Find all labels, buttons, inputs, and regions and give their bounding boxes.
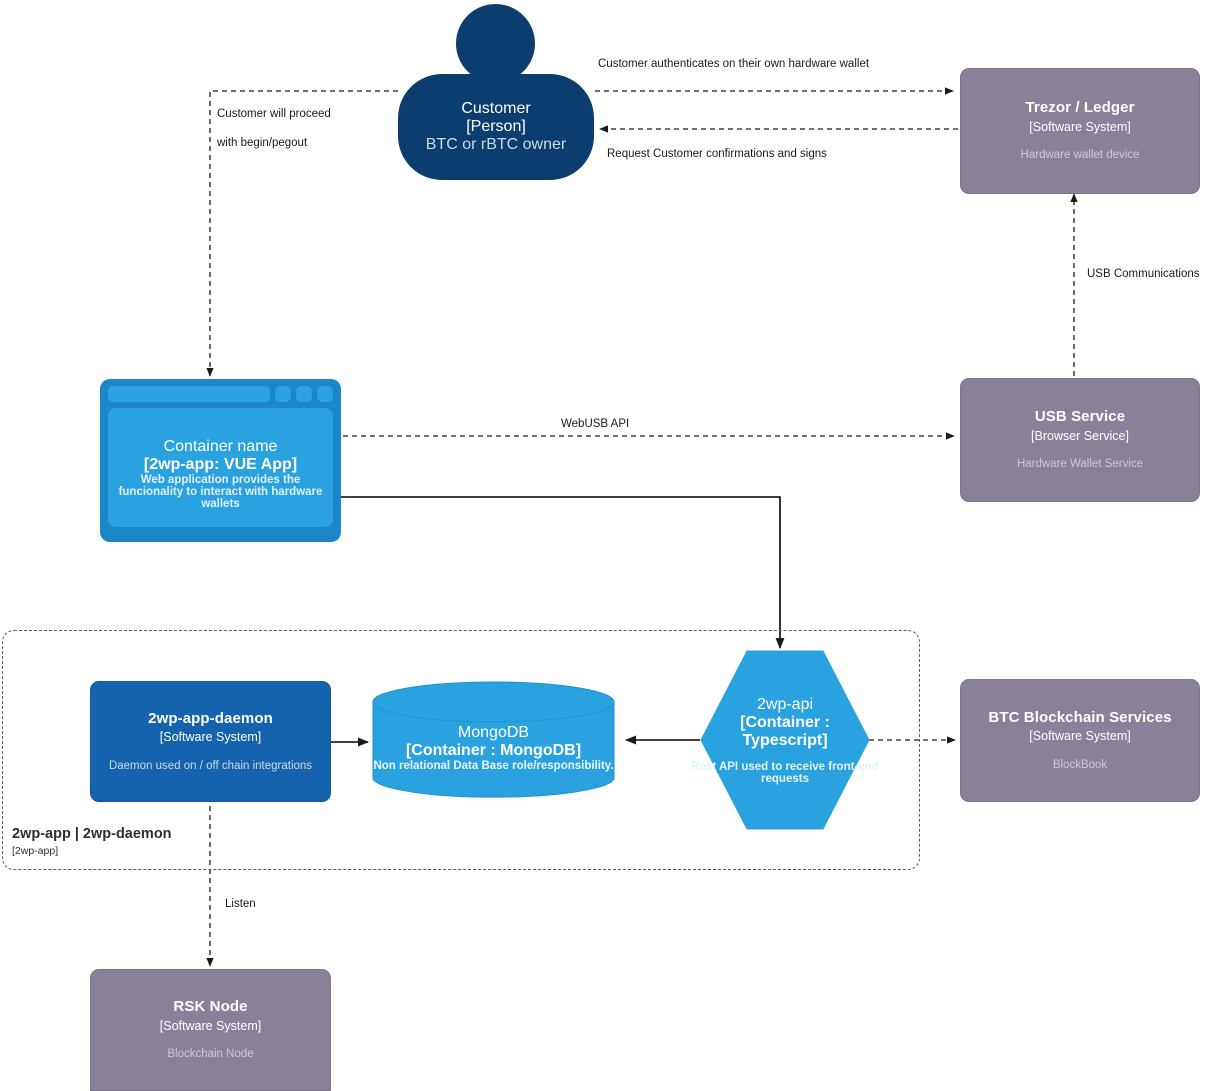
node-usb-service[interactable]: USB Service [Browser Service] Hardware W…	[960, 378, 1200, 502]
usb-service-tech: [Browser Service]	[1031, 428, 1129, 443]
btc-services-title: BTC Blockchain Services	[988, 708, 1172, 726]
mongodb-title: MongoDB	[457, 723, 530, 741]
rsk-node-title: RSK Node	[173, 998, 248, 1016]
customer-tech: [Person]	[466, 118, 526, 135]
boundary-tech: [2wp-app]	[12, 845, 59, 858]
boundary-name: 2wp-app | 2wp-daemon	[12, 826, 172, 842]
usb-service-title: USB Service	[1034, 408, 1126, 426]
node-2wp-app-daemon[interactable]: 2wp-app-daemon [Software System] Daemon …	[90, 681, 331, 802]
browser-content: Container name [2wp-app: VUE App] Web ap…	[108, 408, 333, 527]
edge-label-request-confirmations: Request Customer confirmations and signs	[607, 148, 827, 160]
boundary-label: 2wp-app | 2wp-daemon [2wp-app]	[12, 826, 312, 859]
edge-webapp-to-api	[341, 496, 785, 650]
node-2wp-api[interactable]: 2wp-api [Container : Typescript] Rest AP…	[691, 650, 879, 830]
edge-label-customer-authenticates: Customer authenticates on their own hard…	[598, 58, 870, 70]
edge-label-usb-communications: USB Communications	[1087, 268, 1200, 280]
browser-button-one-icon[interactable]	[275, 386, 291, 402]
web-app-tech: [2wp-app: VUE App]	[143, 456, 298, 473]
daemon-title: 2wp-app-daemon	[148, 709, 273, 727]
edge-label-customer-proceed-line1: Customer will proceed	[217, 108, 331, 120]
cylinder-shape	[372, 681, 615, 798]
api-title: 2wp-api	[756, 695, 814, 713]
api-desc: Rest API used to receive front-end reque…	[691, 760, 879, 785]
daemon-desc: Daemon used on / off chain integrations	[108, 759, 313, 772]
btc-services-desc: BlockBook	[1052, 758, 1108, 771]
mongodb-text: MongoDB [Container : MongoDB] Non relati…	[372, 681, 615, 800]
trezor-tech: [Software System]	[1029, 119, 1131, 134]
node-rsk-node[interactable]: RSK Node [Software System] Blockchain No…	[90, 969, 331, 1091]
api-text: 2wp-api [Container : Typescript] Rest AP…	[691, 650, 878, 830]
daemon-tech: [Software System]	[159, 730, 262, 745]
edge-customer-to-webapp	[206, 90, 398, 377]
customer-desc: BTC or rBTC owner	[425, 136, 567, 153]
browser-title-bar	[108, 386, 333, 402]
web-app-desc: Web application provides the funcionalit…	[118, 474, 323, 510]
hexagon-shape	[700, 650, 870, 830]
node-customer[interactable]: Customer [Person] BTC or rBTC owner	[398, 4, 594, 180]
web-app-title: Container name	[163, 438, 278, 455]
edge-label-webusb-api: WebUSB API	[561, 418, 630, 430]
usb-service-desc: Hardware Wallet Service	[1016, 458, 1144, 471]
node-mongodb[interactable]: MongoDB [Container : MongoDB] Non relati…	[372, 681, 615, 800]
rsk-node-tech: [Software System]	[159, 1018, 262, 1033]
node-web-app[interactable]: Container name [2wp-app: VUE App] Web ap…	[100, 379, 341, 542]
rsk-node-desc: Blockchain Node	[167, 1048, 254, 1061]
person-body: Customer [Person] BTC or rBTC owner	[398, 74, 594, 180]
browser-address-bar[interactable]	[108, 386, 270, 402]
trezor-title: Trezor / Ledger	[1025, 99, 1135, 117]
boundary-2wp-app	[2, 630, 920, 870]
browser-button-two-icon[interactable]	[296, 386, 312, 402]
browser-button-three-icon[interactable]	[317, 386, 333, 402]
node-btc-blockchain-services[interactable]: BTC Blockchain Services [Software System…	[960, 679, 1200, 802]
trezor-desc: Hardware wallet device	[1020, 149, 1140, 162]
person-head-icon	[456, 4, 535, 83]
mongodb-tech: [Container : MongoDB]	[405, 741, 582, 759]
api-tech: [Container : Typescript]	[740, 713, 830, 749]
customer-title: Customer	[461, 100, 531, 117]
mongodb-desc: Non relational Data Base role/responsibi…	[373, 759, 614, 772]
node-trezor-ledger[interactable]: Trezor / Ledger [Software System] Hardwa…	[960, 68, 1200, 194]
btc-services-tech: [Software System]	[1029, 729, 1131, 744]
edge-label-listen: Listen	[225, 898, 256, 910]
edge-label-customer-proceed-line2: with begin/pegout	[217, 137, 308, 149]
